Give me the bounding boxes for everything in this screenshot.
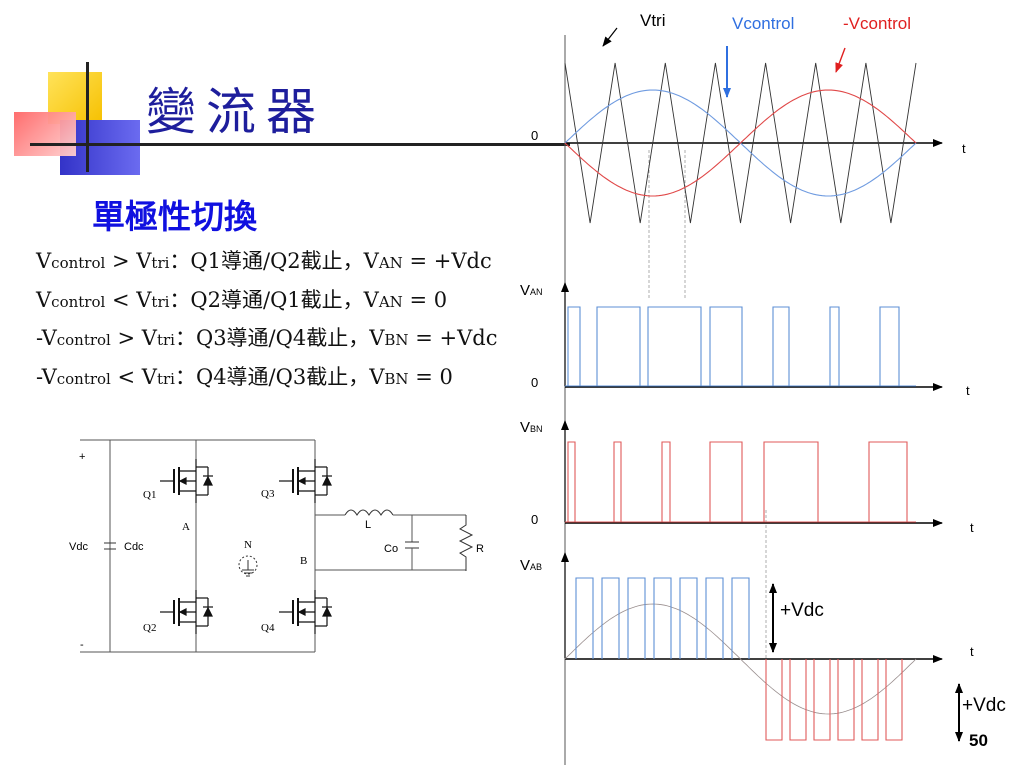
vab-label: VAB: [520, 557, 542, 574]
van-pulse-train: [565, 306, 916, 387]
mosfet-q1: [160, 459, 213, 503]
inductor-label: L: [365, 519, 371, 531]
q1-label: Q1: [143, 489, 156, 501]
mosfet-q2: [160, 590, 213, 634]
deco-vertical-rule: [86, 62, 89, 172]
t-label-vbn: t: [970, 520, 974, 535]
slide-subtitle: 單極性切換: [92, 197, 257, 236]
q4-label: Q4: [261, 622, 275, 634]
zero-label-vbn: 0: [531, 512, 538, 527]
vtri-pointer-arrow: [602, 27, 618, 47]
page-number: 50: [969, 731, 988, 750]
rule-line-4: -Vcontrol < Vtri：Q4導通/Q3截止，VBN = 0: [36, 365, 453, 389]
deco-red-square: [14, 112, 76, 156]
node-n-label: N: [244, 539, 252, 551]
node-b-label: B: [300, 555, 307, 567]
neg-vcontrol-label: -Vcontrol: [843, 14, 911, 33]
dc-plus-label: +: [79, 451, 85, 463]
rule-line-1: Vcontrol > Vtri：Q1導通/Q2截止，VAN = +Vdc: [36, 249, 492, 273]
title-rule: [30, 143, 570, 146]
vab-fundamental-sine: [564, 603, 917, 715]
vcontrol-label: Vcontrol: [732, 14, 794, 33]
rule-line-3: -Vcontrol > Vtri：Q3導通/Q4截止，VBN = +Vdc: [36, 326, 498, 350]
minus-vdc-label: +Vdc: [962, 695, 1006, 716]
vbn-label: VBN: [520, 419, 543, 436]
zero-label-van: 0: [531, 375, 538, 390]
mosfet-q4: [279, 590, 332, 634]
vab-positive-pulses: [575, 577, 750, 659]
van-label: VAN: [520, 282, 543, 299]
t-label-van: t: [966, 383, 970, 398]
vbn-pulse-train: [565, 441, 916, 523]
rule-line-2: Vcontrol < Vtri：Q2導通/Q1截止，VAN = 0: [36, 288, 448, 312]
t-label-vab: t: [970, 644, 974, 659]
plus-vdc-label: +Vdc: [780, 600, 824, 621]
zero-label-top: 0: [531, 128, 538, 143]
mosfet-group: [160, 459, 332, 634]
vtri-triangle-wave: [564, 62, 917, 224]
cdc-label: Cdc: [124, 541, 144, 553]
vtri-label: Vtri: [640, 11, 666, 30]
slide-title: 變流器: [146, 83, 326, 141]
mosfet-q3: [279, 459, 332, 503]
r-label: R: [476, 543, 484, 555]
t-label-top: t: [962, 141, 966, 156]
neg-vcontrol-pointer-arrow: [835, 47, 846, 73]
inverter-circuit: [80, 439, 474, 653]
vdc-label: Vdc: [69, 541, 88, 553]
vab-negative-pulses: [765, 659, 903, 741]
q2-label: Q2: [143, 622, 156, 634]
q3-label: Q3: [261, 488, 275, 500]
co-label: Co: [384, 543, 398, 555]
node-a-label: A: [182, 521, 190, 533]
neg-vcontrol-sine: [564, 89, 917, 197]
dc-minus-label: -: [80, 639, 84, 651]
